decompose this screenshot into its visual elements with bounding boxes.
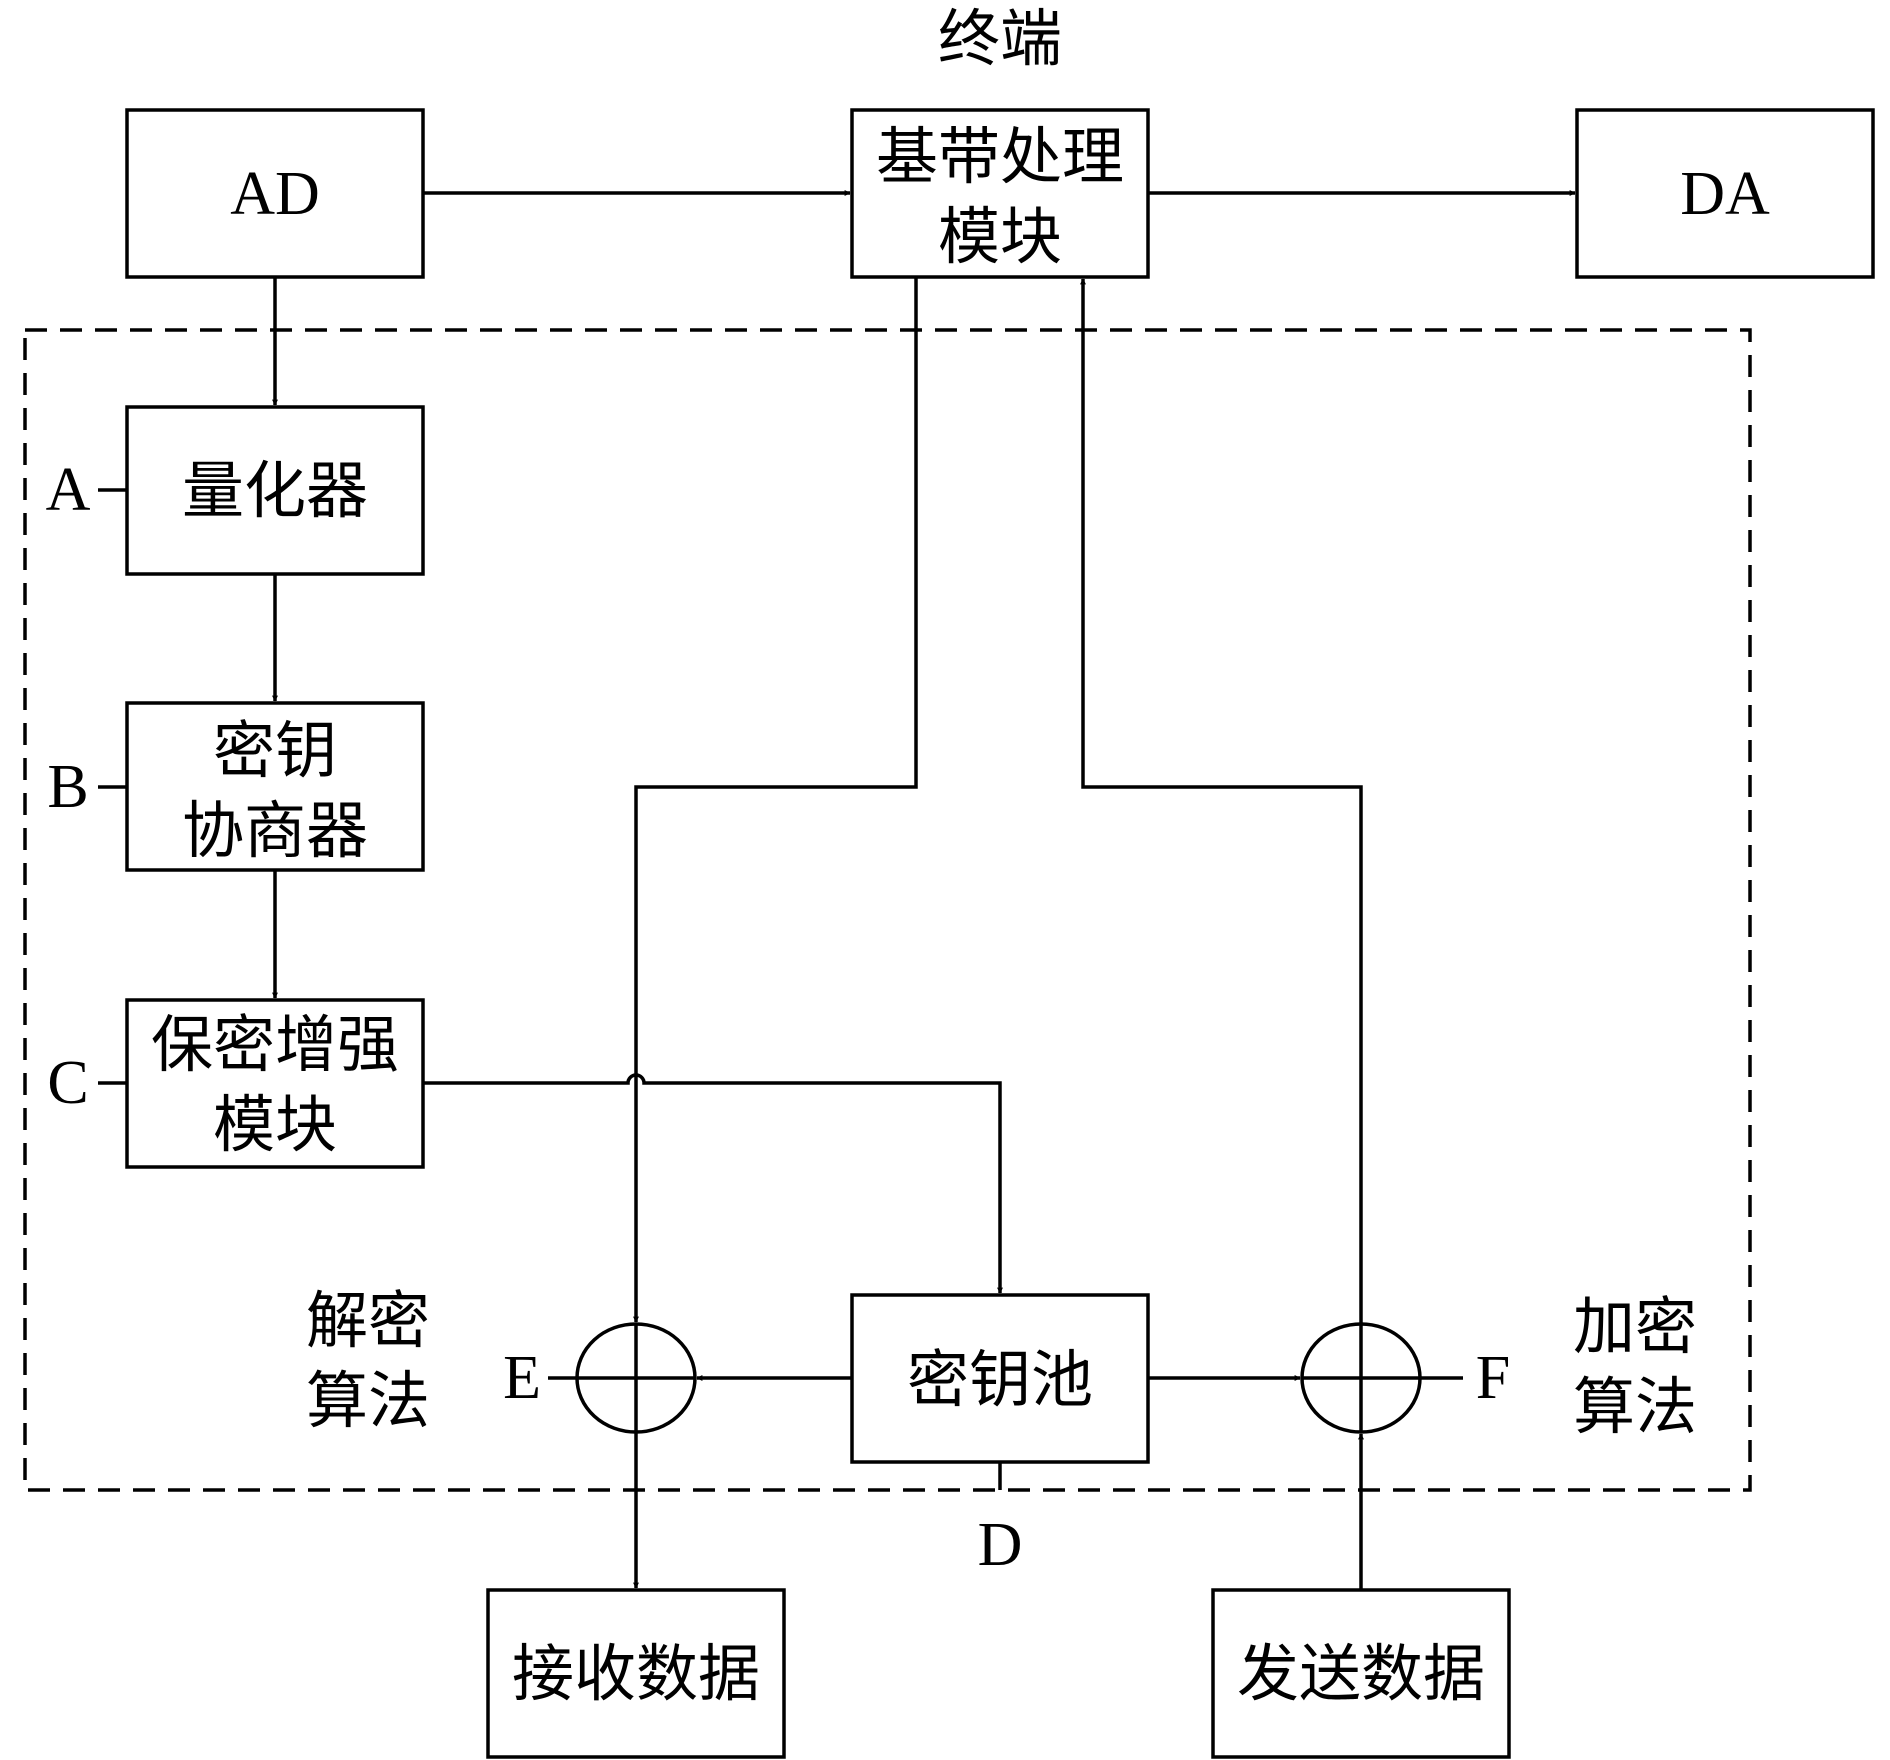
- point-label-f: F: [1476, 1344, 1510, 1412]
- key-pool-label: 密钥池: [907, 1343, 1093, 1416]
- point-label-c: C: [47, 1049, 88, 1117]
- decrypt-xor-node: [575, 1322, 697, 1434]
- baseband-label-line2: 模块: [938, 200, 1062, 273]
- receive-data-block: 接收数据: [486, 1588, 786, 1759]
- ad-block: AD: [125, 108, 425, 279]
- encrypt-algorithm-label-line1: 加密: [1573, 1290, 1697, 1363]
- point-label-e: E: [503, 1344, 541, 1412]
- baseband-to-decrypt-arrow: [633, 277, 918, 1323]
- key-negotiator-label-line2: 协商器: [182, 794, 368, 867]
- send-data-block: 发送数据: [1211, 1588, 1511, 1759]
- key-negotiator-block: 密钥 协商器: [125, 701, 425, 872]
- quantizer-block: 量化器: [125, 405, 425, 576]
- point-label-d: D: [978, 1511, 1023, 1579]
- encrypt-to-baseband-arrow: [1080, 278, 1363, 1324]
- encrypt-xor-node: [1300, 1322, 1422, 1434]
- point-label-b: B: [47, 753, 88, 821]
- da-block: DA: [1575, 108, 1875, 279]
- quantizer-label: 量化器: [182, 454, 368, 527]
- key-pool-block: 密钥池: [850, 1293, 1150, 1464]
- ad-label: AD: [230, 160, 320, 228]
- point-label-a: A: [46, 456, 91, 524]
- decrypt-algorithm-label-line1: 解密: [306, 1284, 430, 1357]
- privacy-to-keypool-arrow: [423, 1073, 1003, 1294]
- baseband-label-line1: 基带处理: [876, 120, 1124, 193]
- baseband-block: 基带处理 模块: [850, 108, 1150, 279]
- receive-data-label: 接收数据: [512, 1637, 760, 1710]
- privacy-amplification-block: 保密增强 模块: [125, 998, 425, 1169]
- terminal-title: 终端: [938, 2, 1062, 75]
- privacy-amplification-label-line2: 模块: [213, 1088, 337, 1161]
- encrypt-algorithm-label-line2: 算法: [1573, 1370, 1697, 1443]
- privacy-amplification-label-line1: 保密增强: [151, 1008, 399, 1081]
- da-label: DA: [1680, 160, 1770, 228]
- security-module-boundary: [23, 328, 1752, 1492]
- send-data-label: 发送数据: [1237, 1637, 1485, 1710]
- key-negotiator-label-line1: 密钥: [213, 714, 337, 787]
- decrypt-algorithm-label-line2: 算法: [306, 1364, 430, 1437]
